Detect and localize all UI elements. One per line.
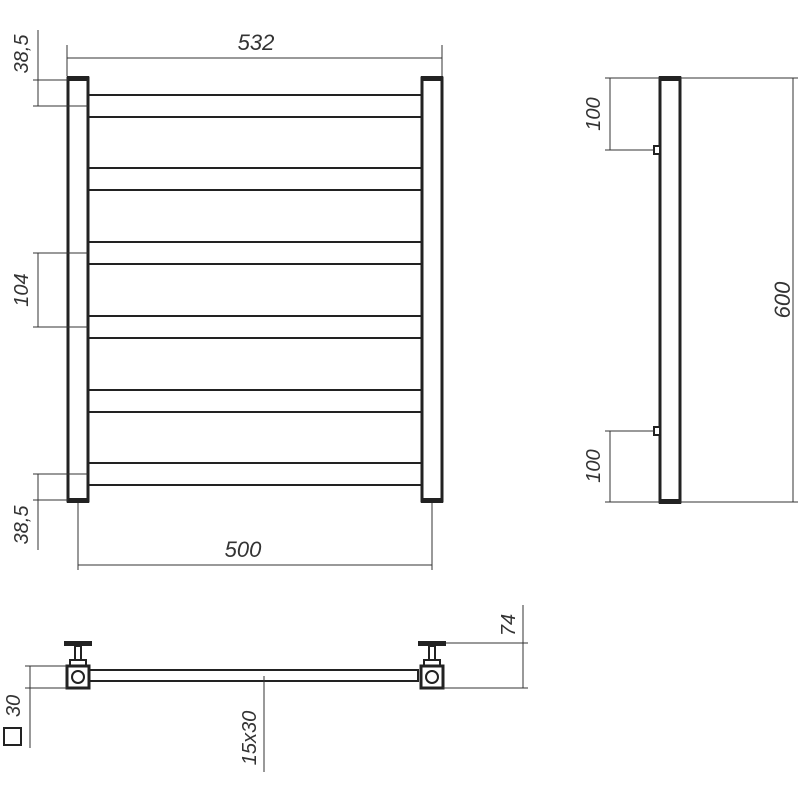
side-view: 100 100 600	[583, 76, 798, 504]
dimension-label-depth: 74	[498, 614, 520, 636]
dimension-bottom-width: 500	[77, 503, 433, 570]
dimension-height: 600	[680, 77, 798, 503]
dimension-label-bottom-width: 500	[225, 537, 262, 562]
right-post-bottom-cap	[421, 498, 443, 503]
dimension-rail-section: 15x30	[239, 676, 265, 772]
rung	[87, 462, 423, 486]
dimension-bottom-offset: 38,5	[11, 473, 88, 550]
dimension-label-rail-section: 15x30	[239, 711, 261, 766]
dimension-post-section: 30	[3, 665, 67, 748]
dimension-label-top-bracket: 100	[583, 97, 605, 130]
dimension-label-top-width: 532	[238, 30, 275, 55]
left-post-bottom-cap	[67, 498, 89, 503]
dimension-top-width: 532	[66, 30, 443, 76]
rung	[87, 94, 423, 118]
left-post	[66, 76, 90, 503]
top-rail	[85, 669, 419, 682]
dimension-label-top-offset: 38,5	[11, 34, 33, 74]
rungs	[87, 94, 423, 486]
dimension-top-bracket: 100	[583, 77, 660, 151]
top-view: 74 30 15x30	[3, 605, 528, 772]
left-mount	[64, 641, 92, 690]
dimension-label-bottom-offset: 38,5	[11, 505, 33, 545]
dimension-top-offset: 38,5	[11, 30, 88, 107]
dimension-label-height: 600	[770, 281, 795, 318]
dimension-label-post-section: 30	[3, 695, 25, 717]
side-post-top-cap	[659, 76, 681, 81]
dimension-depth: 74	[443, 605, 528, 689]
side-post-bottom-cap	[659, 499, 681, 504]
right-post	[420, 76, 444, 503]
side-post	[658, 76, 682, 504]
right-post-top-cap	[421, 76, 443, 81]
left-post-top-cap	[67, 76, 89, 81]
bottom-bracket-stub	[653, 426, 661, 436]
dimension-label-rail-spacing: 104	[11, 273, 33, 306]
dimension-rail-spacing: 104	[11, 252, 88, 328]
dimension-bottom-bracket: 100	[583, 430, 660, 503]
dimension-label-bottom-bracket: 100	[583, 449, 605, 482]
rung	[87, 167, 423, 191]
top-bracket-stub	[653, 145, 661, 155]
rung	[87, 389, 423, 413]
right-mount	[418, 641, 446, 690]
square-section-icon	[3, 727, 22, 746]
rung	[87, 241, 423, 265]
front-view: 532 500 38,5 104 38,5	[11, 30, 444, 570]
rung	[87, 315, 423, 339]
